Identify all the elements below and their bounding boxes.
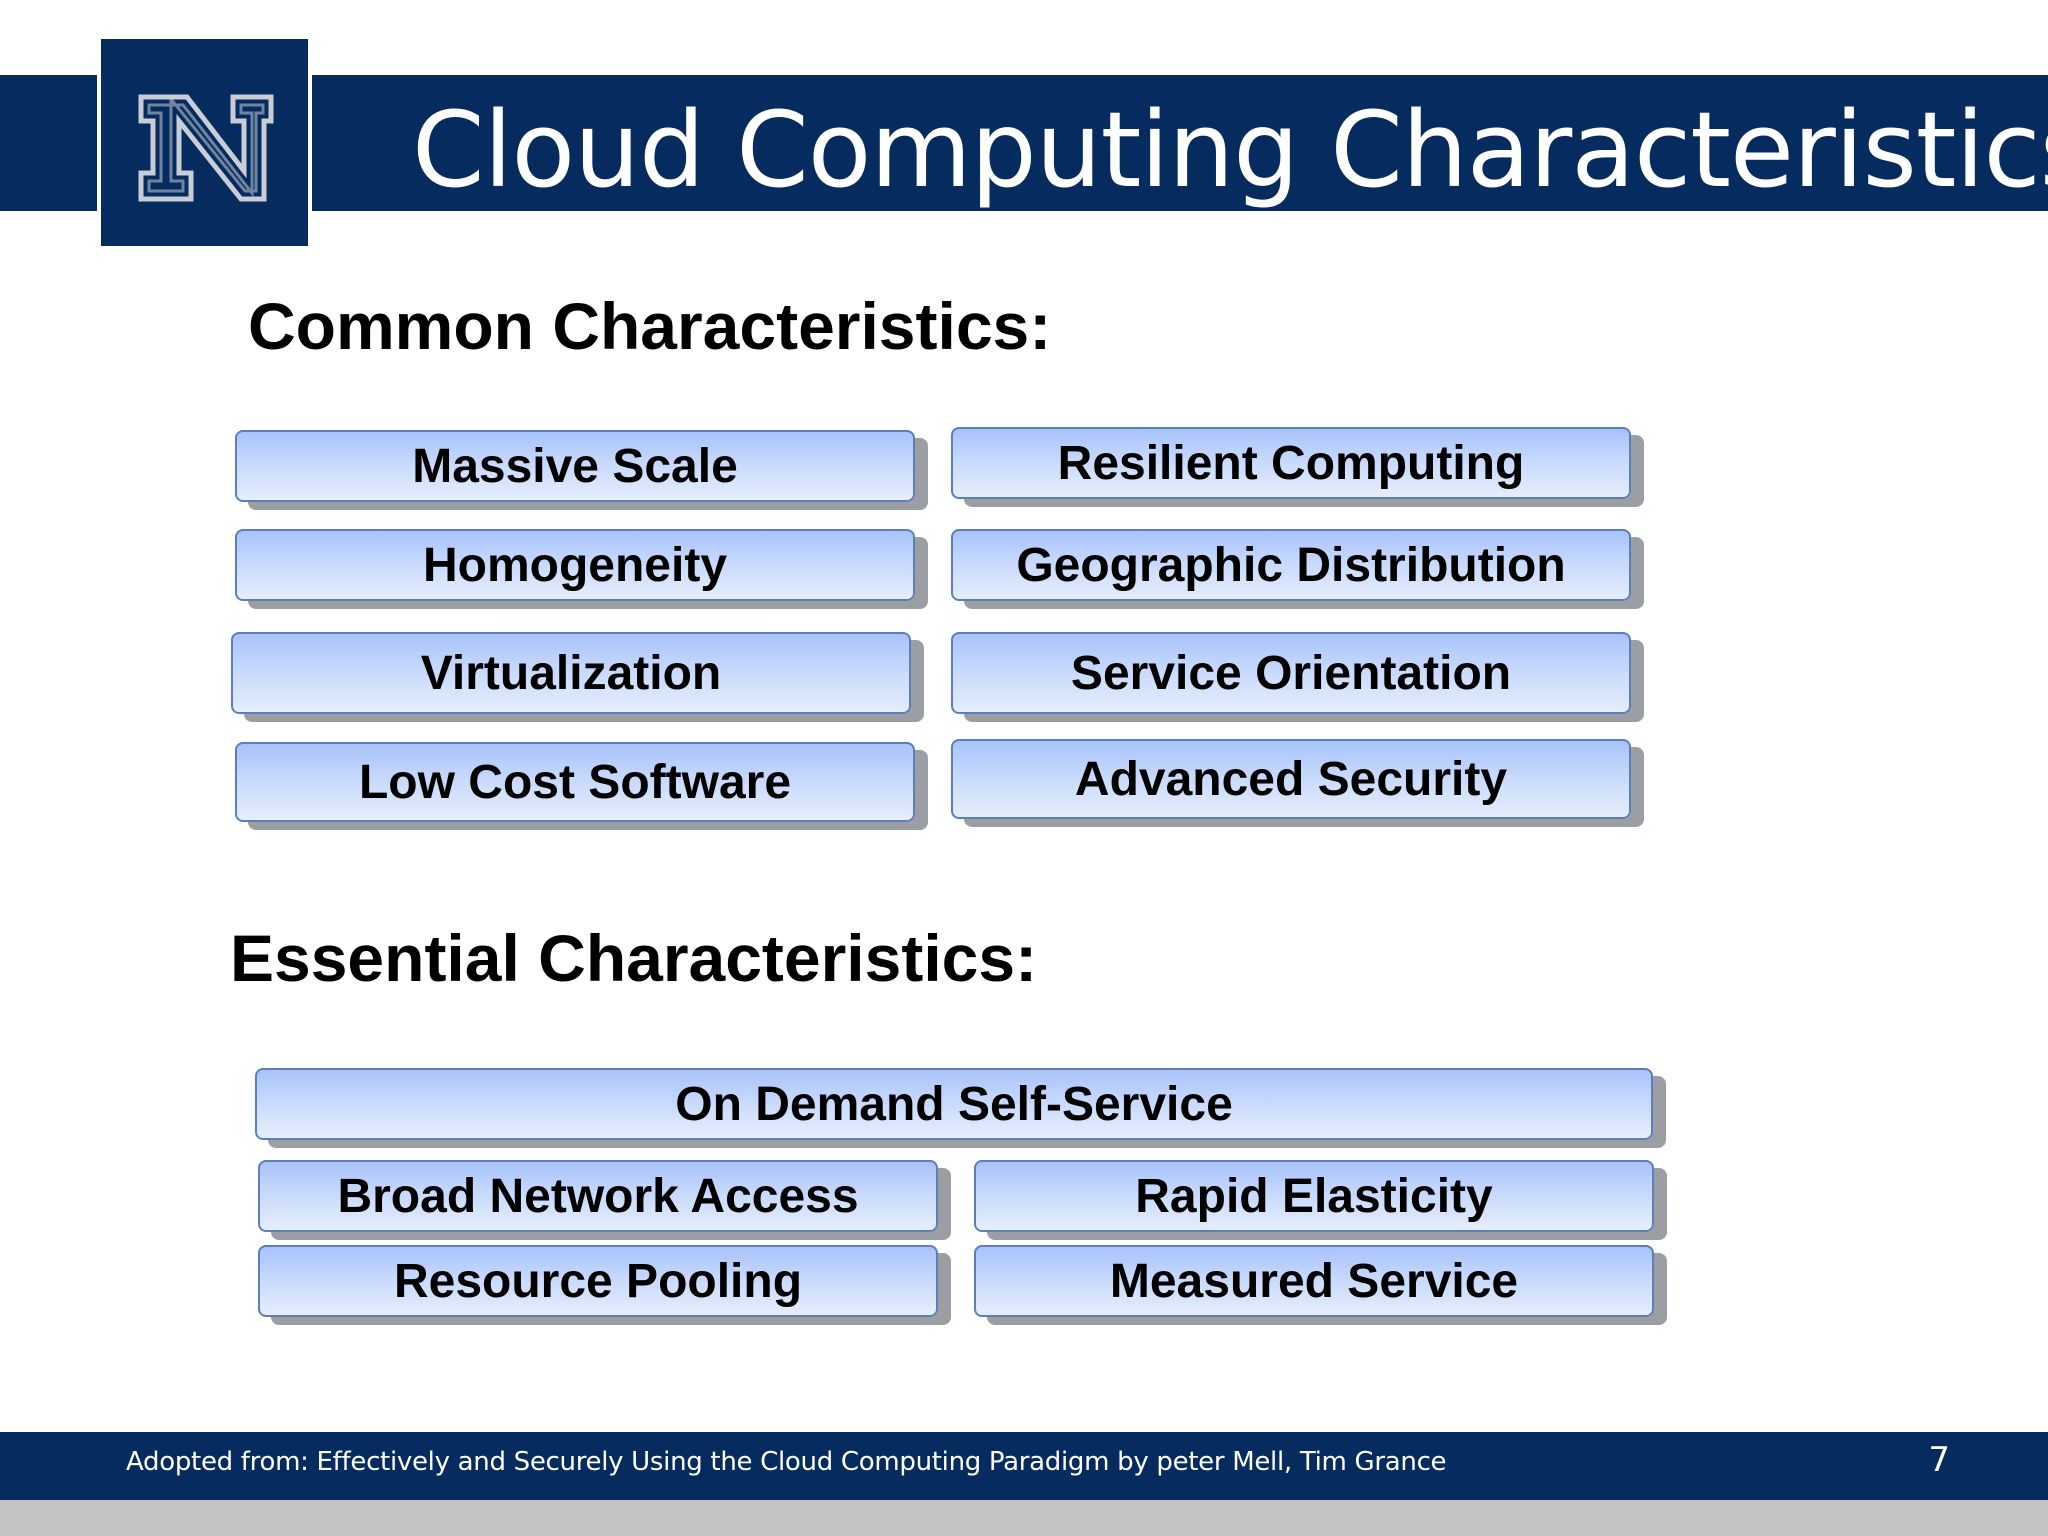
broad-network-access-box: Broad Network Access <box>258 1160 938 1232</box>
university-logo <box>101 39 308 246</box>
on-demand-self-service-box: On Demand Self-Service <box>255 1068 1653 1140</box>
common-characteristics-heading: Common Characteristics: <box>248 289 1052 363</box>
footer-bar <box>0 1432 2048 1500</box>
low-cost-software-box: Low Cost Software <box>235 742 915 822</box>
bottom-strip <box>0 1500 2048 1536</box>
service-orientation-box: Service Orientation <box>951 632 1631 714</box>
homogeneity-box: Homogeneity <box>235 529 915 601</box>
measured-service-box: Measured Service <box>974 1245 1654 1317</box>
university-n-logo-icon <box>138 94 274 202</box>
geographic-distribution-box: Geographic Distribution <box>951 529 1631 601</box>
slide-title: Cloud Computing Characteristics <box>412 89 2048 211</box>
page-number: 7 <box>1928 1440 1950 1480</box>
rapid-elasticity-box: Rapid Elasticity <box>974 1160 1654 1232</box>
resilient-computing-box: Resilient Computing <box>951 427 1631 499</box>
essential-characteristics-heading: Essential Characteristics: <box>230 921 1038 995</box>
footer-citation: Adopted from: Effectively and Securely U… <box>126 1447 1447 1477</box>
resource-pooling-box: Resource Pooling <box>258 1245 938 1317</box>
massive-scale-box: Massive Scale <box>235 430 915 502</box>
advanced-security-box: Advanced Security <box>951 739 1631 819</box>
title-bar <box>0 75 2048 211</box>
virtualization-box: Virtualization <box>231 632 911 714</box>
